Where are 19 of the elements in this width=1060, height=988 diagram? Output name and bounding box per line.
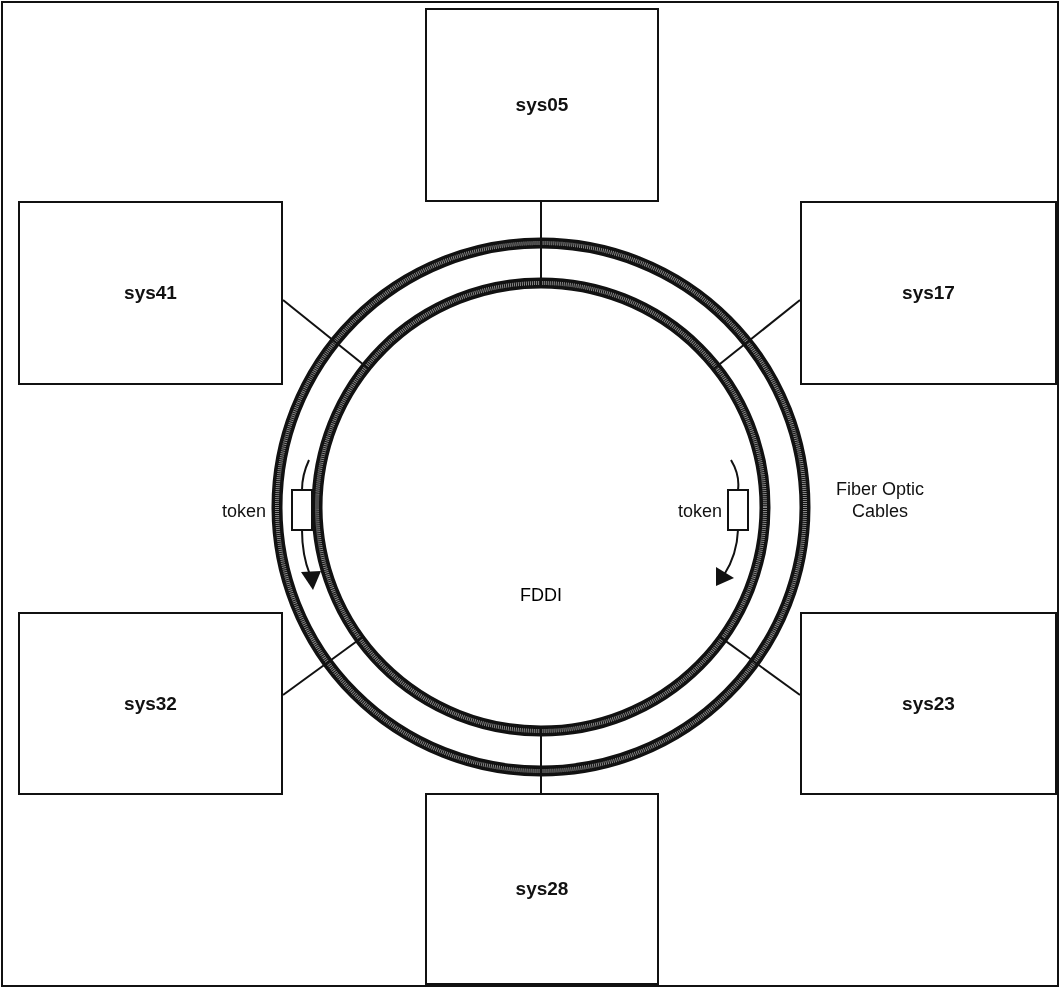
token-label: token	[676, 500, 722, 522]
system-name: sys32	[124, 692, 177, 715]
connector-line	[711, 299, 801, 372]
connector-line	[282, 634, 365, 696]
system-name: sys05	[515, 94, 569, 116]
token-label: token	[220, 500, 266, 522]
system-box	[18, 612, 283, 795]
system-name: sys23	[902, 692, 955, 715]
system-box	[800, 612, 1057, 795]
ring-label: FDDI	[519, 585, 563, 606]
system-box	[425, 8, 659, 202]
system-name: sys28	[515, 878, 569, 900]
system-name: sys17	[902, 282, 955, 304]
connector-line	[717, 634, 801, 696]
system-box	[425, 793, 659, 985]
system-box	[18, 201, 283, 385]
system-name: sys41	[124, 282, 177, 304]
system-box	[800, 201, 1057, 385]
cable-label: Fiber Optic Cables	[835, 478, 925, 522]
